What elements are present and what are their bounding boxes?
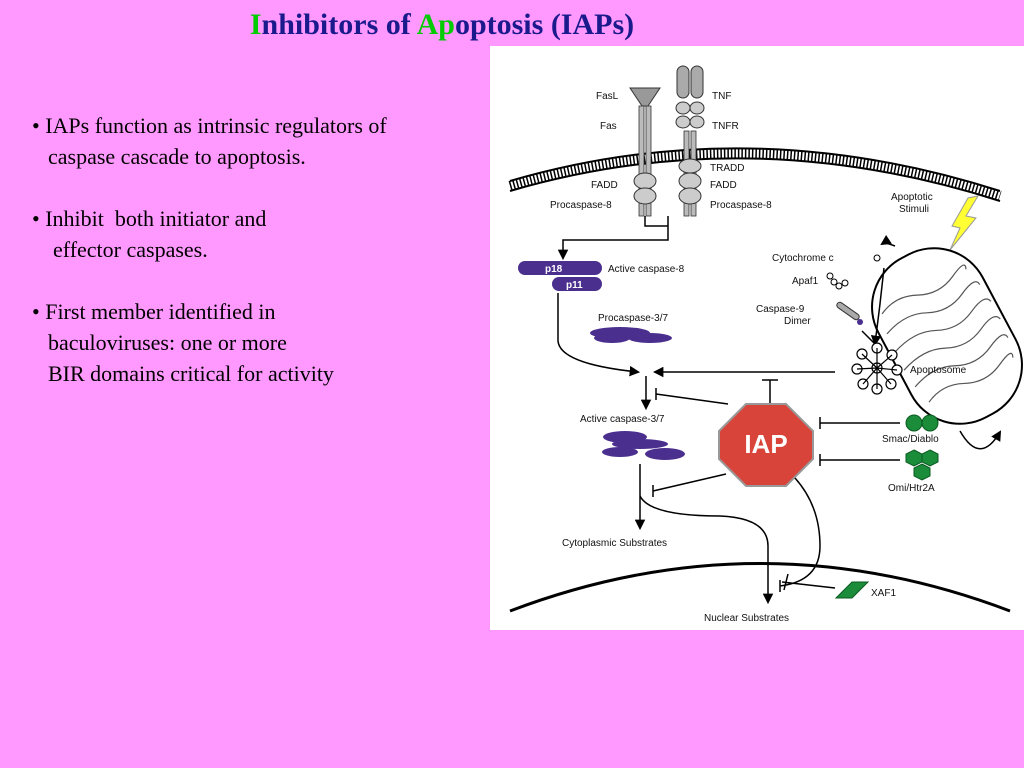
caspase9-label-1: Caspase-9 [756,304,805,315]
apoptosome-icon [851,342,903,395]
receptor-to-caspase8-arrow [563,216,669,258]
mitochondrion-icon [871,247,1023,425]
iap-inhibits-cyto [652,473,727,497]
caspase9-label-2: Dimer [784,316,811,327]
smac-icon [905,414,923,432]
caspase37-to-nuclear-arrow [639,495,774,605]
tnf-label: TNF [712,91,731,102]
mito-to-smac-arrow [959,430,1002,450]
tradd-label: TRADD [710,163,744,174]
bullet-line: baculoviruses: one or more [48,330,287,355]
fas-receptor-icon [629,87,661,217]
cyto-to-apoptosome-arrow [870,267,885,347]
smac-inhibits-iap [819,417,900,429]
lightning-bolt-icon [949,195,980,251]
tnfr-label: TNFR [712,121,739,132]
active-caspase37-label: Active caspase-3/7 [580,414,665,425]
bullet-line: • IAPs function as intrinsic regulators … [32,113,387,138]
procaspase37-icon [590,327,672,343]
nuclear-substrates-label: Nuclear Substrates [704,613,789,624]
bullet-line: effector caspases. [53,237,208,262]
title-accent-2: Ap [416,8,455,41]
bullet-line: caspase cascade to apoptosis. [48,144,306,169]
cytochrome-c-icon [873,254,881,262]
apoptotic-stimuli-label-1: Apoptotic [891,192,933,203]
bullet-list: • IAPs function as intrinsic regulators … [32,110,492,420]
procaspase37-label: Procaspase-3/7 [598,313,668,324]
xaf1-inhibits-iap [781,573,836,591]
cell-membrane [508,147,1002,202]
active-caspase37-icon [602,431,685,460]
caspase8-to-caspase37-arrow [557,293,641,377]
smac-icon [921,414,939,432]
apoptosome-label: Apoptosome [910,365,967,376]
slide-title: Inhibitors of Apoptosis (IAPs) [0,8,884,42]
bullet-item: • IAPs function as intrinsic regulators … [32,110,492,172]
title-text-2: optosis (IAPs) [454,8,635,41]
title-text-1: nhibitors of [261,8,417,41]
bullet-item: • First member identified in baculovirus… [32,296,492,389]
bullet-line: • First member identified in [32,299,276,324]
p18-subunit [518,261,602,275]
p18-label: p18 [545,264,563,275]
fadd-right-label: FADD [710,180,737,191]
active-caspase8-label: Active caspase-8 [608,264,685,275]
omi-label: Omi/Htr2A [888,483,935,494]
tnf-receptor-icon [675,65,705,217]
iap-inhibits-nuclear [779,477,821,592]
fadd-left-label: FADD [591,180,618,191]
iap-label: IAP [744,429,787,459]
apaf1-label: Apaf1 [792,276,819,287]
procaspase8-right-label: Procaspase-8 [710,200,772,211]
apaf1-icon [826,272,849,290]
p11-subunit [552,277,602,291]
omi-icon [905,449,939,481]
iap-inhibits-apoptosome [762,379,778,404]
omi-inhibits-iap [819,454,900,466]
fasl-label: FasL [596,91,619,102]
fas-label: Fas [600,121,617,132]
casp9-to-apoptosome-line [861,330,876,345]
mito-release-arrow [880,234,896,247]
xaf1-icon [834,581,870,599]
p11-label: p11 [566,280,583,291]
iap-stop-sign-icon [718,403,814,487]
procaspase8-left-label: Procaspase-8 [550,200,612,211]
bullet-line: BIR domains critical for activity [48,361,334,386]
bullet-line: • Inhibit both initiator and [32,206,267,231]
title-accent-1: I [249,8,262,41]
xaf1-label: XAF1 [871,588,896,599]
caspase9-dimer-icon [836,301,863,325]
apoptosis-pathway-diagram: FasL Fas TNF TNFR TRADD FADD FADD Procas… [490,46,1024,630]
apoptotic-stimuli-label-2: Stimuli [899,204,929,215]
cyto-substrates-label: Cytoplasmic Substrates [562,538,667,549]
smac-label: Smac/Diablo [882,434,939,445]
pathway-svg: FasL Fas TNF TNFR TRADD FADD FADD Procas… [508,65,1023,624]
iap-inhibits-activation [655,388,729,405]
nuclear-envelope [509,562,1011,613]
bullet-item: • Inhibit both initiator and effector ca… [32,203,492,265]
cytochrome-c-label: Cytochrome c [772,253,834,264]
